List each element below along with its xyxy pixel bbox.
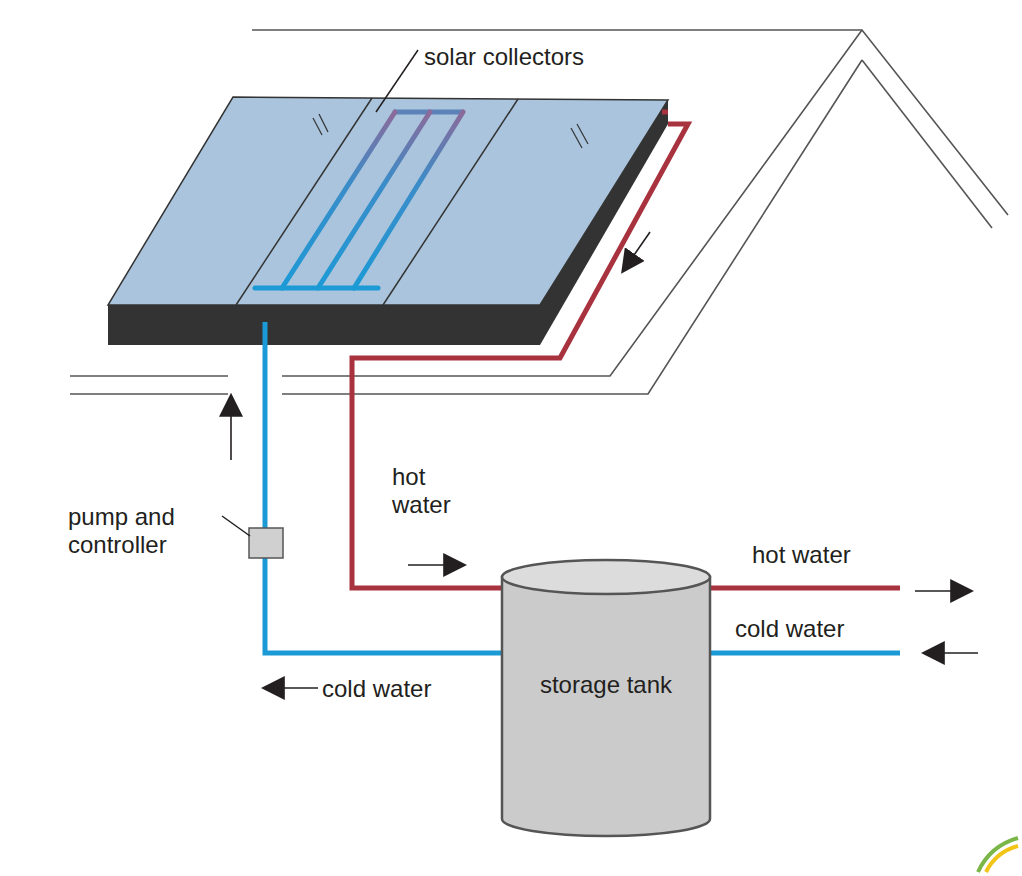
flow-label: cold water <box>735 615 905 643</box>
leader-line <box>222 50 418 536</box>
water-pipes <box>265 112 900 653</box>
tank-label: storage tank <box>536 558 676 704</box>
logo-mark <box>978 838 1018 872</box>
storage-tank: storage tank <box>500 558 712 838</box>
solar-collector-panel <box>108 97 668 345</box>
tank-body <box>502 577 710 836</box>
pump-box <box>249 528 283 558</box>
part-label: pump and controller <box>68 503 208 558</box>
collector-pipes <box>255 112 662 288</box>
tank-lid <box>502 560 710 594</box>
flow-label: hot water <box>392 463 472 518</box>
part-label: solar collectors <box>424 43 624 71</box>
roof-outline <box>70 30 1008 394</box>
flow-label: cold water <box>322 675 492 703</box>
flow-label: hot water <box>752 541 912 569</box>
